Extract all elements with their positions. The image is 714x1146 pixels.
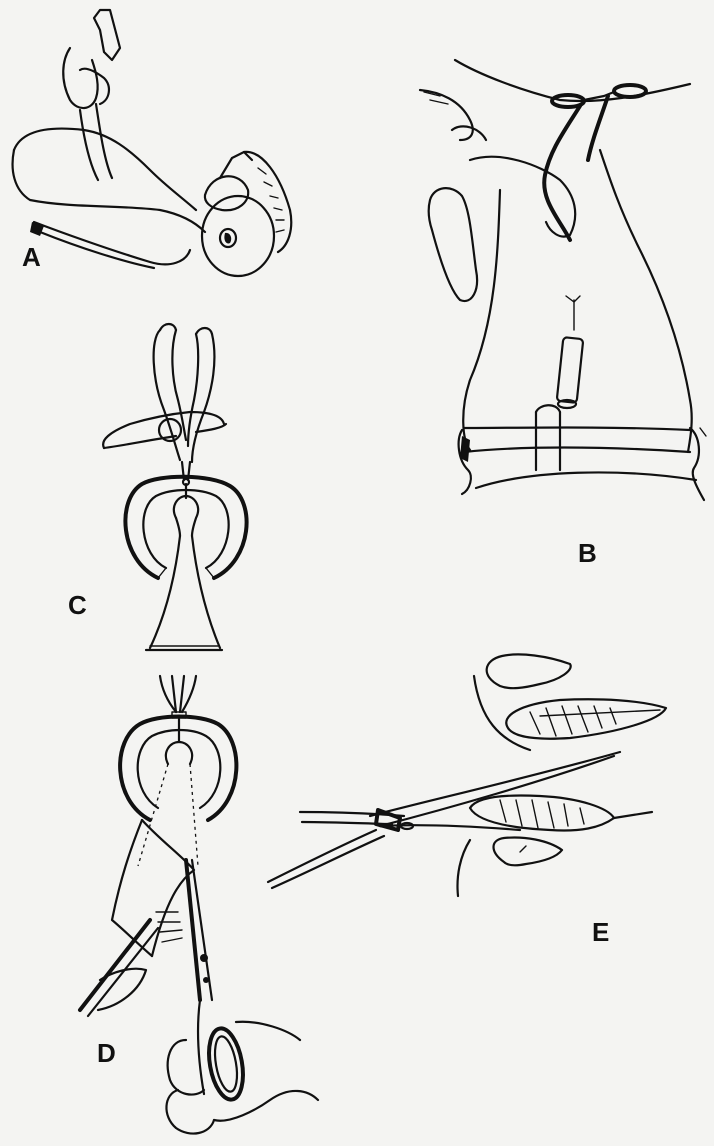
panel-label-a: A xyxy=(22,244,41,270)
panel-label-d: D xyxy=(97,1040,116,1066)
panel-label-b: B xyxy=(578,540,597,566)
panel-a-drawing xyxy=(13,10,292,276)
panel-label-c: C xyxy=(68,592,87,618)
panel-c-drawing xyxy=(103,324,246,650)
panel-b-drawing xyxy=(420,60,706,500)
panel-label-e: E xyxy=(592,919,609,945)
panel-e-drawing xyxy=(268,654,666,896)
